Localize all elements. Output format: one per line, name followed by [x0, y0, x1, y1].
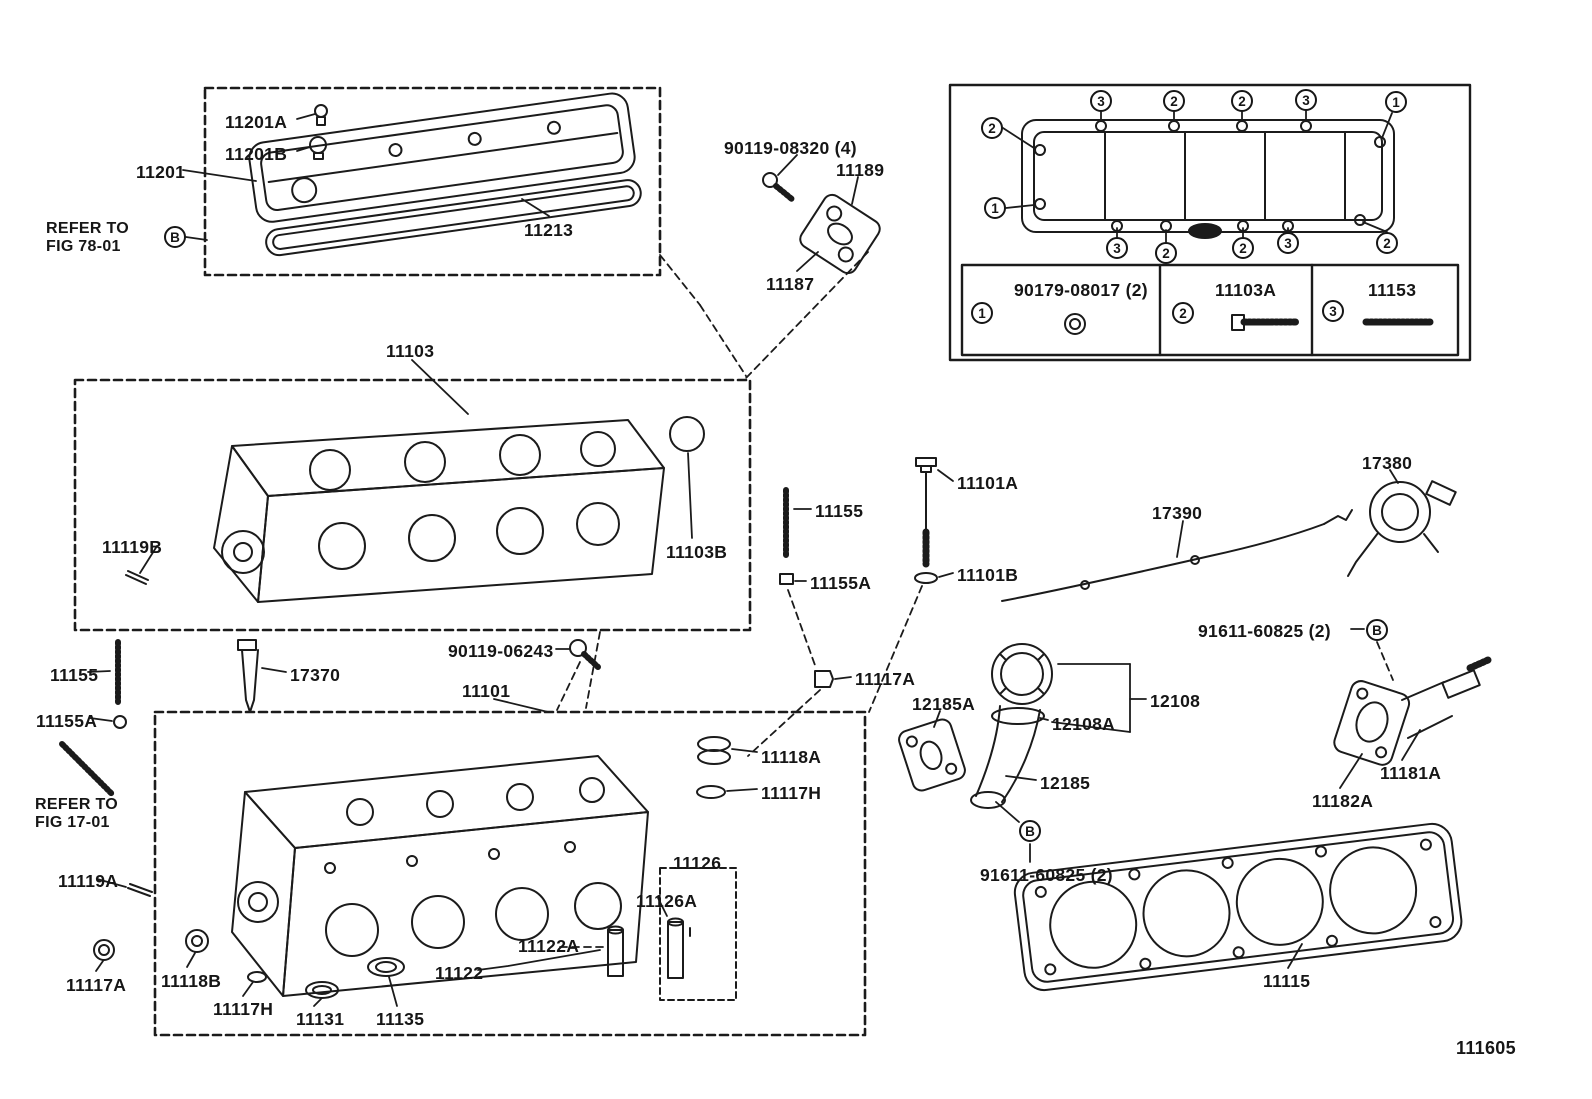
- part-label-11119b: 11119B: [102, 537, 163, 557]
- valve-cover-drawing: [248, 92, 642, 257]
- head-bolt-drawing: [914, 457, 938, 584]
- part-label-12185a: 12185A: [912, 694, 976, 714]
- part-label-17380: 17380: [1362, 453, 1413, 473]
- reference-line: FIG 17-01: [35, 814, 110, 832]
- part-label-11117h-left: 11117H: [213, 999, 274, 1019]
- water-bypass-plate-drawing: [762, 172, 881, 275]
- legend-callout-2: 2: [1172, 302, 1194, 324]
- callout-number: 1: [1385, 91, 1407, 113]
- valve-guide-bracket: [659, 867, 737, 1001]
- part-label-11187: 11187: [766, 274, 815, 294]
- reference-line: REFER TO: [46, 220, 130, 237]
- part-label-17370: 17370: [290, 665, 341, 685]
- callout-number: 2: [981, 117, 1003, 139]
- legend-part-1: 90179-08017 (2): [1014, 280, 1148, 300]
- part-label-11101b: 11101B: [957, 565, 1019, 585]
- part-label-90119-08320: 90119-08320 (4): [724, 138, 857, 158]
- part-label-11103: 11103: [386, 341, 435, 361]
- callout-number: 3: [1090, 90, 1112, 112]
- part-label-11131: 11131: [296, 1009, 345, 1029]
- legend-part-2: 11103A: [1215, 280, 1277, 300]
- cylinder-head-upper-drawing: [125, 416, 705, 603]
- callout-number: 2: [1232, 237, 1254, 259]
- part-label-11103b: 11103B: [666, 542, 728, 562]
- part-label-11117a-bottom: 11117A: [66, 975, 127, 995]
- control-rod-actuator-drawing: [1001, 480, 1457, 602]
- sender-and-studs-drawing: [237, 487, 834, 713]
- leader-lines: [87, 110, 1421, 1007]
- part-label-11101: 11101: [462, 681, 511, 701]
- bolt-legend-box: [948, 83, 1472, 362]
- legend-callout-3: 3: [1322, 300, 1344, 322]
- part-label-11119a: 11119A: [58, 871, 119, 891]
- cam-housing-plate-drawing: [1021, 119, 1395, 239]
- callout-number: 2: [1231, 90, 1253, 112]
- legend-part-3: 11153: [1368, 280, 1417, 300]
- part-label-11101a: 11101A: [957, 473, 1019, 493]
- cylinder-head-lower-drawing: [231, 755, 649, 997]
- part-label-17390: 17390: [1152, 503, 1203, 523]
- reference-line: REFER TO: [35, 796, 119, 813]
- part-label-91611-60825-top: 91611-60825 (2): [1198, 621, 1331, 641]
- part-label-11213: 11213: [524, 220, 574, 240]
- part-label-11201: 11201: [136, 162, 186, 182]
- reference-line: FIG 78-01: [46, 238, 121, 256]
- part-label-11201a: 11201A: [225, 112, 288, 132]
- construction-lines: [556, 251, 1394, 948]
- part-label-12185: 12185: [1040, 773, 1091, 793]
- reference-note-fig-17-01: REFER TO FIG 17-01: [35, 796, 118, 833]
- reference-note-fig-78-01: REFER TO FIG 78-01: [46, 220, 129, 257]
- callout-number: 2: [1163, 90, 1185, 112]
- figure-code: 111605: [1456, 1038, 1516, 1058]
- callout-number: 2: [1155, 242, 1177, 264]
- part-label-11155-left: 11155: [50, 665, 99, 685]
- part-label-90119-06243: 90119-06243: [448, 641, 554, 661]
- oil-filler-drawing: [898, 643, 1053, 809]
- callout-number: 1: [984, 197, 1006, 219]
- section-badge-b-3: B: [1019, 820, 1041, 842]
- callout-number: 3: [1106, 237, 1128, 259]
- callout-number: 2: [1376, 232, 1398, 254]
- part-label-11182a: 11182A: [1312, 791, 1374, 811]
- plugs-and-seals-drawing: [59, 639, 731, 999]
- part-label-11155-right: 11155: [815, 501, 864, 521]
- cover-grommets-drawing: [309, 104, 328, 160]
- part-label-11189: 11189: [836, 160, 885, 180]
- part-label-11122: 11122: [435, 963, 484, 983]
- assembly-boxes: [73, 86, 867, 1037]
- part-label-11122a: 11122A: [518, 936, 580, 956]
- part-label-11117h-right: 11117H: [761, 783, 822, 803]
- part-label-11155a-right: 11155A: [810, 573, 872, 593]
- callout-number: 3: [1277, 232, 1299, 254]
- part-label-11115: 11115: [1263, 971, 1311, 991]
- section-badge-b-1: B: [164, 226, 186, 248]
- section-badge-b-2: B: [1366, 619, 1388, 641]
- part-label-11118b: 11118B: [161, 971, 222, 991]
- part-label-11117a-mid: 11117A: [855, 669, 916, 689]
- head-gasket-drawing: [1013, 822, 1463, 992]
- callout-number: 3: [1295, 89, 1317, 111]
- part-label-11135: 11135: [376, 1009, 425, 1029]
- part-label-11126: 11126: [673, 853, 722, 873]
- legend-callout-1: 1: [971, 302, 993, 324]
- water-outlet-drawing: [1333, 656, 1492, 766]
- part-label-91611-60825-bottom: 91611-60825 (2): [980, 865, 1113, 885]
- legend-fastener-drawings: [1064, 313, 1434, 335]
- part-label-11181a: 11181A: [1380, 763, 1442, 783]
- part-label-11126a: 11126A: [636, 891, 698, 911]
- part-label-11201b: 11201B: [225, 144, 288, 164]
- part-label-11155a-left: 11155A: [36, 711, 98, 731]
- part-label-11118a: 11118A: [761, 747, 822, 767]
- part-label-12108a: 12108A: [1052, 714, 1116, 734]
- part-label-12108: 12108: [1150, 691, 1201, 711]
